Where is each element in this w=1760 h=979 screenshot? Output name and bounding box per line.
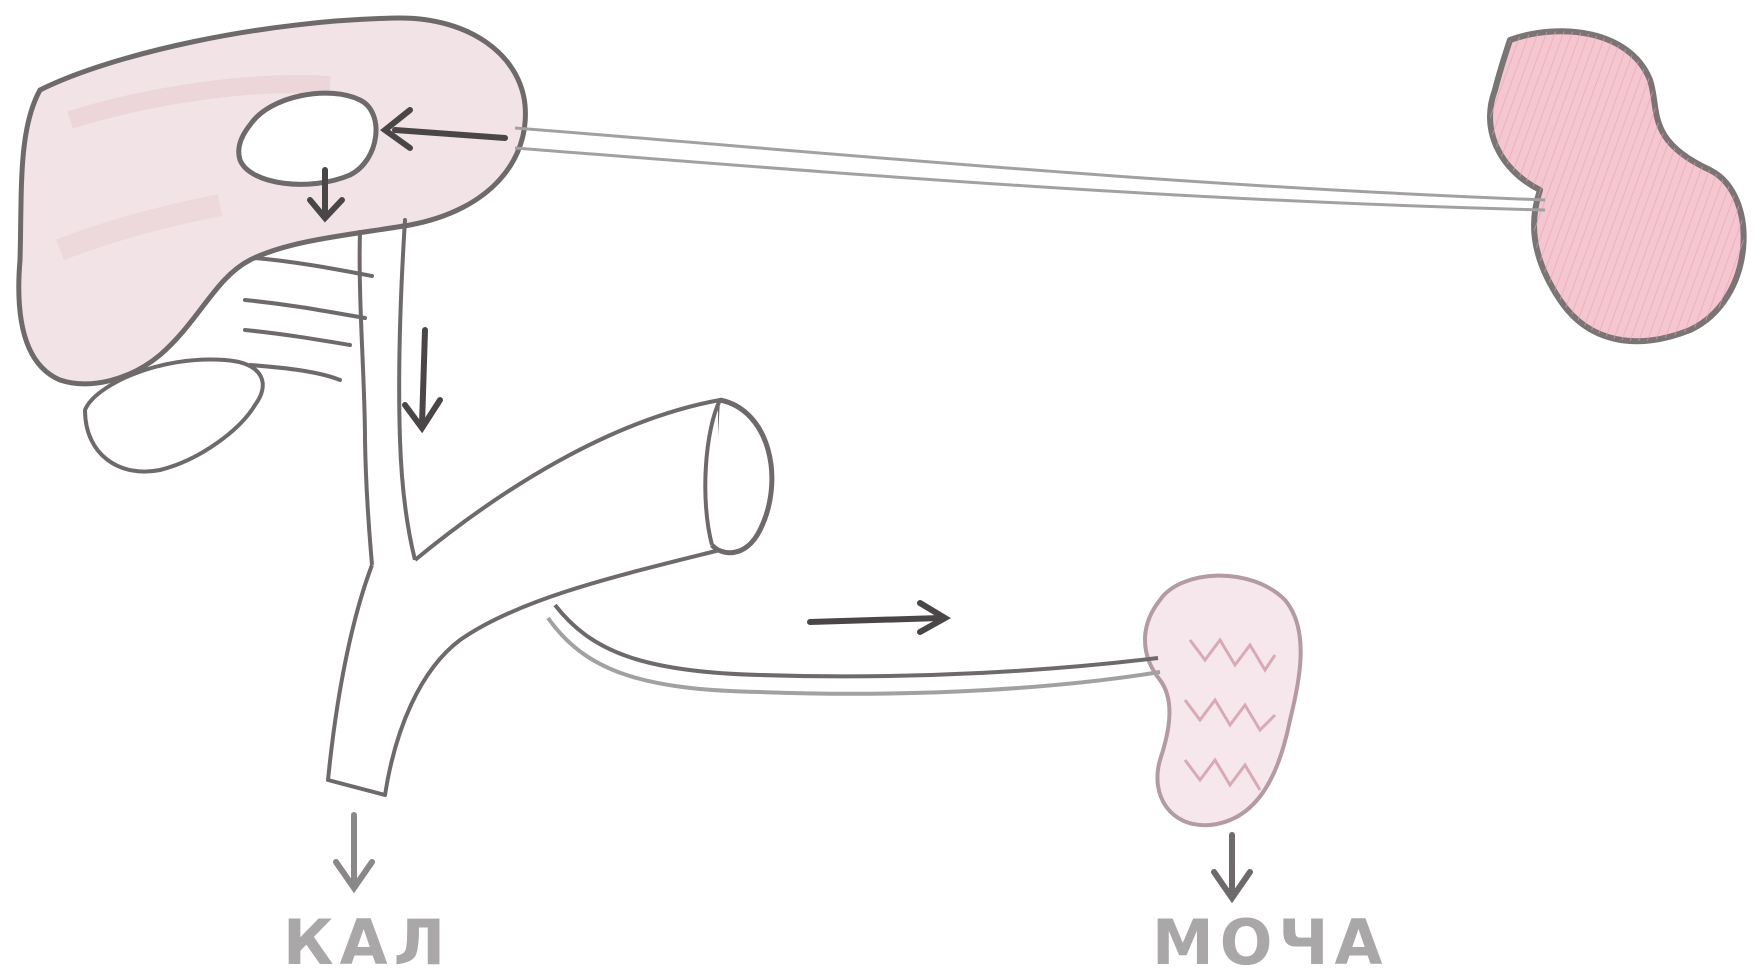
label-feces: КАЛ: [283, 912, 451, 974]
intestine: [328, 400, 772, 795]
label-urine: МОЧА: [1152, 912, 1389, 974]
excretion-arrows: [336, 815, 1250, 898]
arrow-intestine-to-kidney: [810, 618, 940, 622]
liver: [19, 18, 526, 384]
kidney: [1145, 576, 1301, 826]
arrow-bile-duct-down: [422, 330, 425, 425]
bile-ducts: [245, 220, 415, 565]
splenic-vessel: [515, 128, 1545, 210]
spleen: [1490, 31, 1744, 341]
